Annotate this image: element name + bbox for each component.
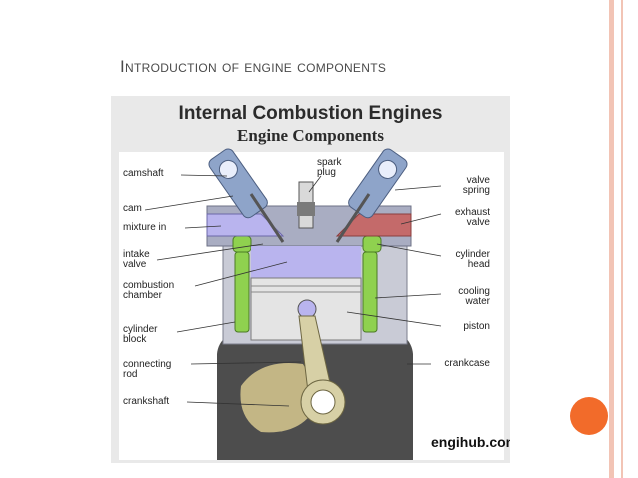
watermark: engihub.com: [431, 434, 510, 450]
decorative-orange-circle: [570, 397, 608, 435]
label-spark-plug: spark plug: [317, 157, 342, 178]
label-crankshaft: crankshaft: [123, 396, 170, 407]
label-cam: cam: [123, 203, 142, 214]
right-border-line: [621, 0, 623, 478]
leader-lines: [144, 174, 442, 407]
camshaft-left: [208, 148, 268, 219]
label-camshaft: camshaft: [123, 168, 164, 179]
label-intake-valve: intake valve: [123, 249, 150, 270]
label-mixture-in: mixture in: [123, 222, 167, 233]
wrist-pin: [297, 299, 317, 319]
cooling-water-right: [362, 251, 378, 333]
engine-diagram: Internal Combustion Engines Engine Compo…: [111, 96, 510, 463]
figure-subtitle: Engine Components: [237, 126, 384, 145]
label-cooling-water: cooling water: [458, 286, 490, 307]
spark-plug-nut: [297, 202, 315, 216]
figure-title: Internal Combustion Engines: [178, 103, 443, 124]
slide-title: Introduction of engine components: [120, 57, 386, 77]
label-exhaust-valve: exhaust valve: [454, 207, 490, 228]
crank-counterweight: [240, 362, 321, 433]
combustion-chamber-shape: [251, 246, 361, 278]
cooling-water-left: [234, 251, 250, 333]
intake-valve-stem: [249, 193, 285, 243]
label-cylinder-head: cylinder head: [455, 249, 490, 270]
label-piston: piston: [463, 321, 490, 332]
engine-illustration: [119, 148, 504, 460]
label-valve-spring: valve spring: [462, 175, 490, 196]
head-cooling-left: [232, 235, 252, 253]
label-crankcase: crankcase: [444, 358, 490, 369]
label-connecting-rod: connecting rod: [123, 359, 172, 380]
label-cylinder-block: cylinder block: [123, 324, 158, 345]
slide-title-text: Introduction of engine components: [120, 57, 387, 76]
label-combustion-chamber: combustion chamber: [123, 280, 175, 301]
exhaust-valve-stem: [335, 193, 371, 243]
crank-journal-inner: [310, 389, 336, 415]
right-border-stripe: [609, 0, 614, 478]
